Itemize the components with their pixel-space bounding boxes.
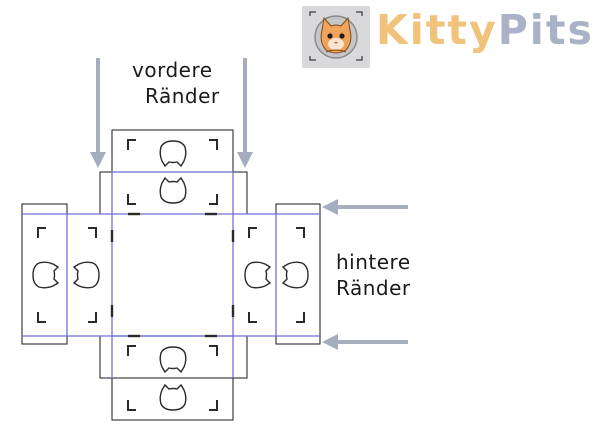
back-edges-label-line2: Ränder <box>336 276 411 300</box>
right-flap-outer-decor <box>282 227 309 323</box>
center-floor <box>111 213 234 337</box>
front-edges-label-line2: Ränder <box>145 84 220 108</box>
left-flap-outer-decor <box>32 227 59 323</box>
brand-word-kitty: Kitty <box>376 6 498 54</box>
back-edges-label-line1: hintere <box>336 250 411 274</box>
front-edges-label-line1: vordere <box>132 58 213 82</box>
top-flap-outer-decor <box>127 139 218 167</box>
bottom-flap-inner-decor <box>127 345 218 373</box>
brand-wordmark: KittyPits <box>376 6 594 54</box>
left-flap-inner-decor <box>73 227 100 323</box>
cat-face-logo-icon <box>302 6 370 68</box>
brand-word-pits: Pits <box>497 6 594 54</box>
top-flap-inner-decor <box>127 177 218 205</box>
right-flap-inner-decor <box>244 227 271 323</box>
pointer-arrows <box>90 58 408 350</box>
bottom-flap-outer-decor <box>127 384 218 411</box>
bottom-flap-outer <box>111 377 234 421</box>
slot-marks <box>110 212 235 338</box>
